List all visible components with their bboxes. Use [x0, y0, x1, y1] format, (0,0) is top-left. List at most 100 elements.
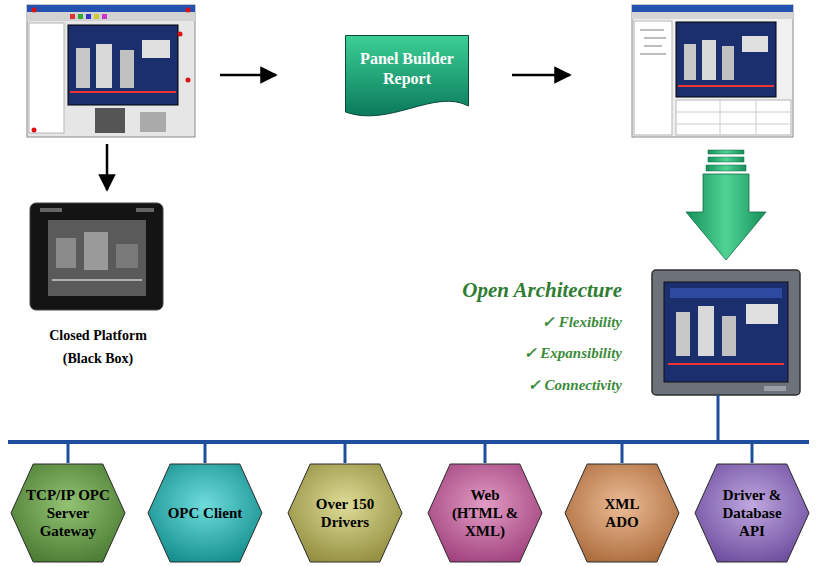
bus-drop [67, 442, 70, 463]
node-label: Driver & Database API [713, 486, 791, 540]
open-device [652, 270, 800, 395]
tree-item [640, 54, 666, 55]
gauge [142, 40, 170, 58]
hexagon-fill [11, 464, 125, 562]
node-label: XML ADO [597, 495, 647, 531]
hexagon-box: Over 150 Drivers [287, 463, 403, 563]
table-rule [756, 100, 757, 135]
side-panel [29, 23, 64, 133]
arrow-stripe [708, 157, 744, 162]
brand-mark [136, 208, 154, 212]
marker-dot [178, 32, 183, 37]
hexagon-outline [287, 463, 403, 563]
hexagon-box: XML ADO [564, 463, 680, 563]
hmi-screen [676, 22, 776, 97]
big-down-arrow [686, 150, 766, 260]
tank [702, 40, 716, 80]
tree-item [640, 30, 664, 31]
tank [96, 44, 112, 88]
thumbnail [95, 108, 125, 133]
tool-icon [102, 14, 107, 19]
screen-detail [116, 244, 138, 268]
bus-drop [751, 442, 754, 463]
window-frame [632, 5, 793, 137]
pipe [70, 91, 176, 93]
title-bar [27, 5, 195, 12]
bus-drop [717, 395, 720, 442]
screen-detail [56, 238, 76, 268]
hexagon-box: Driver & Database API [694, 463, 810, 563]
hexagon-fill [148, 464, 262, 562]
title-bar [632, 5, 793, 12]
flow-arrow [220, 74, 276, 77]
table-rule [720, 100, 721, 135]
data-table [676, 100, 791, 135]
caption-label: Closed Platform (Black Box) [36, 324, 160, 370]
feature-label: ✓ Expansibility [460, 344, 622, 362]
bus-drop [484, 442, 487, 463]
tree-item [644, 38, 666, 39]
device-screen [664, 282, 788, 382]
marker-dot [32, 128, 37, 133]
tank [698, 306, 714, 356]
pipe [678, 85, 774, 87]
tank [722, 316, 736, 356]
screen-header [670, 288, 782, 298]
tank [676, 312, 690, 356]
bus-drop [204, 442, 207, 463]
arrow-stripe [708, 150, 744, 154]
tank [722, 46, 734, 80]
pipe [668, 363, 784, 365]
tree-item [644, 46, 662, 47]
device-bezel [652, 270, 800, 395]
hexagon-outline [564, 463, 680, 563]
node-label: OPC Client [162, 504, 248, 522]
tank [684, 44, 696, 80]
flow-arrow [512, 74, 570, 77]
tank [76, 48, 90, 88]
runtime-screenshot [632, 5, 793, 137]
bus-drop [621, 442, 624, 463]
document-title: Panel Builder Report [352, 49, 462, 87]
screen-detail [52, 279, 142, 281]
document-fill [346, 36, 469, 116]
thumbnail [140, 112, 166, 132]
tool-icon [78, 14, 83, 19]
network-bus [8, 440, 809, 444]
heading-label: Open Architecture [400, 278, 622, 303]
bus-drop [344, 442, 347, 463]
tool-icon [94, 14, 99, 19]
screen-detail [84, 232, 108, 270]
node-label: Over 150 Drivers [302, 495, 388, 531]
arrow-stripe [706, 165, 746, 171]
marker-dot [32, 8, 37, 13]
hexagon-box: TCP/IP OPC Server Gateway [10, 463, 126, 563]
marker-dot [186, 8, 191, 13]
toolbar [632, 12, 793, 19]
node-label: Web (HTML & XML) [449, 486, 521, 540]
hexagon-fill [695, 464, 809, 562]
brand-plate [764, 386, 786, 391]
marker-dot [186, 78, 191, 83]
tank [120, 50, 134, 88]
flow-arrow [106, 144, 109, 190]
tree-panel [634, 21, 672, 135]
hmi-screen [68, 25, 178, 105]
tool-icon [86, 14, 91, 19]
document-shape: Panel Builder Report [345, 35, 469, 120]
window-frame [27, 5, 195, 137]
node-label: TCP/IP OPC Server Gateway [25, 486, 111, 540]
toolbar [27, 12, 195, 21]
gauge [742, 36, 768, 52]
black-box-device [30, 203, 163, 310]
table-rule [676, 112, 791, 113]
hexagon-fill [428, 464, 542, 562]
gauge [746, 304, 778, 324]
editor-screenshot [27, 5, 195, 137]
device-bezel [30, 203, 163, 310]
feature-label: ✓ Flexibility [460, 313, 622, 331]
hexagon-fill [288, 464, 402, 562]
hexagon-box: OPC Client [147, 463, 263, 563]
table-rule [676, 124, 791, 125]
